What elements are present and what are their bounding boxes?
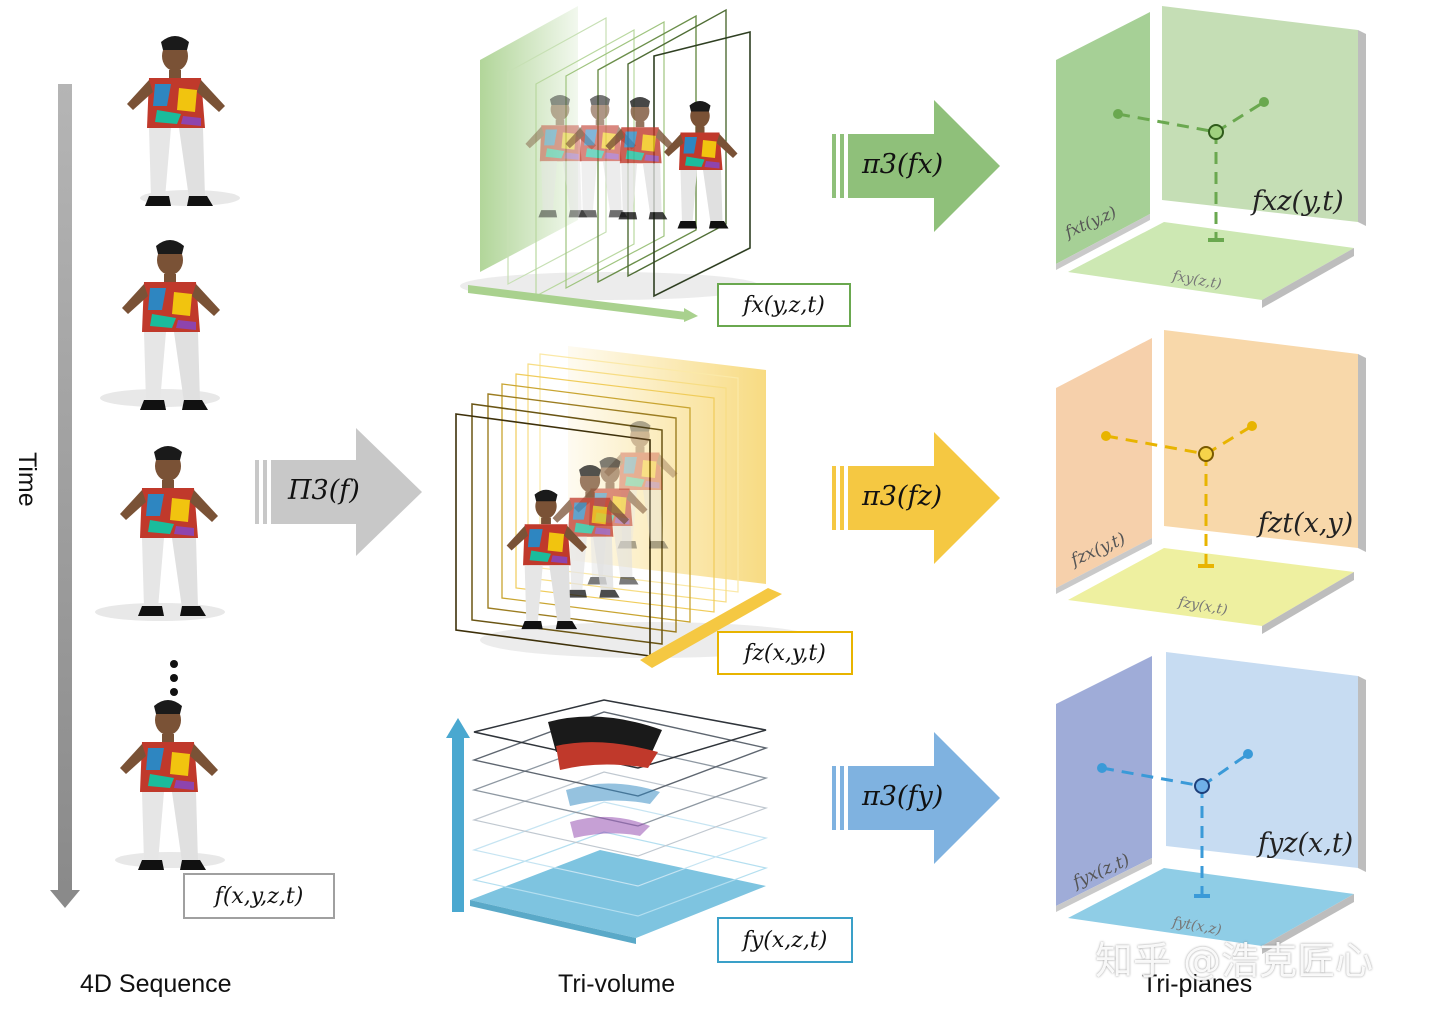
time-axis bbox=[50, 84, 80, 908]
projection-arrow-z bbox=[832, 432, 1000, 564]
time-axis-label: Time bbox=[13, 452, 41, 507]
plane-label-x-right: fxz(y,t) bbox=[1250, 186, 1344, 217]
volume-x bbox=[460, 6, 760, 322]
volume-z bbox=[455, 346, 820, 668]
sequence-frame-3 bbox=[95, 446, 225, 621]
sequence-frame-2 bbox=[100, 240, 220, 410]
sequence-frame-4 bbox=[115, 700, 225, 870]
plane-label-z-right: fzt(x,y) bbox=[1256, 508, 1353, 539]
sequence-frame-1 bbox=[127, 36, 240, 206]
caption-4d-sequence: 4D Sequence bbox=[80, 970, 232, 998]
triplane-y bbox=[1056, 652, 1366, 954]
operator-pz: π3(fz) bbox=[862, 481, 943, 512]
triplane-z bbox=[1056, 330, 1366, 634]
projection-arrow-big bbox=[255, 428, 422, 556]
triplane-x bbox=[1056, 6, 1366, 308]
watermark: 知乎 @浩克匠心 bbox=[1095, 939, 1374, 983]
fx-label: fx(y,z,t) bbox=[720, 286, 848, 324]
operator-px: π3(fx) bbox=[862, 149, 944, 180]
f4d-label: f(x,y,z,t) bbox=[186, 876, 332, 916]
caption-tri-planes: Tri-planes bbox=[1142, 970, 1253, 998]
volume-y bbox=[446, 699, 769, 944]
caption-tri-volume: Tri-volume bbox=[558, 970, 676, 998]
fy-label: fy(x,z,t) bbox=[720, 920, 850, 960]
operator-py: π3(fy) bbox=[862, 781, 944, 812]
fz-label: fz(x,y,t) bbox=[720, 634, 850, 672]
operator-big: Π3(f) bbox=[288, 475, 360, 506]
projection-arrow-x bbox=[832, 100, 1000, 232]
projection-arrow-y bbox=[832, 732, 1000, 864]
plane-label-y-right: fyz(x,t) bbox=[1256, 828, 1353, 859]
ellipsis-dots bbox=[170, 660, 180, 702]
